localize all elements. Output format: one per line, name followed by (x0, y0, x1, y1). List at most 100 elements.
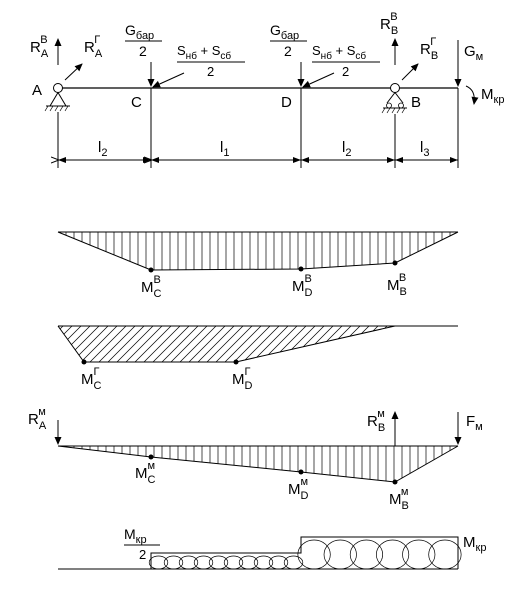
span-l3: l3 (420, 139, 429, 159)
end-load-label: Gм (464, 43, 483, 63)
hatch-line (224, 326, 262, 362)
torque-arc-arrow (465, 85, 479, 105)
hatch-line (332, 326, 370, 362)
moment-motor-c-label: MCм (135, 460, 156, 486)
hatch-line (368, 326, 395, 362)
vertical-moment-point-b (392, 260, 398, 266)
hatch-line (18, 326, 54, 362)
dimension-arrows (58, 157, 458, 163)
torque-loop (163, 555, 184, 570)
load-d-s-denominator: 2 (342, 64, 349, 79)
hatch-line (152, 326, 190, 362)
load-c-s-denominator: 2 (207, 64, 214, 79)
torque-loop (208, 555, 229, 570)
moment-horizontal-d-label: MDГ (232, 366, 253, 392)
hatch-line (251, 326, 289, 362)
moment-vertical-c-label: MCВ (141, 274, 162, 300)
torque-left-numerator: Mкр (124, 526, 147, 546)
hatch-line (359, 326, 395, 362)
hatch-line (188, 326, 226, 362)
hatch-line (269, 326, 307, 362)
reaction-b-horizontal-arrow (401, 63, 419, 81)
load-d-s-arrow (302, 72, 335, 88)
hatch-line (71, 326, 109, 362)
moment-motor-d-label: MDм (288, 476, 309, 502)
point-a-label: A (32, 82, 42, 99)
point-d-label: D (281, 94, 292, 111)
torque-loop (402, 539, 436, 570)
motor-moment-point-b (392, 479, 398, 485)
point-b-label: B (411, 94, 421, 111)
load-c-s-arrow (152, 72, 185, 88)
hatch-line (161, 326, 199, 362)
support-a (44, 83, 70, 112)
span-l1: l1 (220, 139, 229, 159)
motor-reaction-b-label: RBм (367, 408, 385, 434)
hatch-line (98, 326, 136, 362)
torque-end-label: Mкр (481, 86, 504, 106)
hatch-line (170, 326, 208, 362)
horizontal-moment-point-d (233, 359, 239, 365)
horizontal-moment-point-c (81, 359, 87, 365)
hatch-line (377, 326, 395, 362)
torque-loop (178, 555, 199, 570)
hatch-line (80, 326, 118, 362)
motor-moment-diagram: RAм RBм Fм MCм MDм MBм (28, 406, 483, 512)
torque-diagram: Mкр 2 Mкр (58, 526, 486, 570)
hatch-line (58, 326, 91, 362)
hatch-line (468, 326, 504, 362)
motor-moment-point-d (298, 469, 304, 475)
torque-loop (376, 539, 410, 570)
torque-loop (349, 539, 383, 570)
moment-motor-b-label: MBм (389, 486, 409, 512)
vertical-moment-point-c (148, 267, 154, 273)
hatch-line (260, 326, 298, 362)
reaction-b-horizontal-label: RBГ (420, 36, 438, 62)
load-c-denominator: 2 (139, 43, 147, 59)
hatch-line (197, 326, 235, 362)
horizontal-moment-curve (57, 325, 396, 363)
reaction-a-horizontal-label: RAГ (84, 34, 103, 60)
motor-reaction-a-label: RAм (28, 406, 47, 432)
hatch-line (396, 326, 432, 362)
vertical-moment-diagram: MCВ MDВ MBВ (57, 231, 459, 300)
hatch-line (58, 326, 82, 362)
hatch-line (134, 326, 172, 362)
torque-left-denominator: 2 (139, 547, 146, 562)
torque-loop (253, 555, 274, 570)
torque-right-label: Mкр (463, 534, 486, 554)
torque-loop (193, 555, 214, 570)
beam-scheme: A RAВ RAГ C Gбар 2 Sнб + Sсб 2 D Gбар 2 … (30, 11, 504, 168)
hatch-line (423, 326, 459, 362)
support-b (381, 83, 407, 114)
moment-vertical-d-label: MDВ (292, 273, 313, 299)
hatch-line (459, 326, 495, 362)
hatch-line (414, 326, 450, 362)
hatch-line (233, 326, 271, 362)
torque-outline (150, 536, 459, 569)
span-l2-right: l2 (342, 139, 351, 159)
vertical-moment-hatching (65, 232, 451, 270)
torque-loop (283, 555, 304, 570)
hatch-line (107, 326, 145, 362)
hatch-line (314, 326, 352, 362)
reaction-b-vertical-label: RBВ (380, 11, 398, 37)
hatch-line (116, 326, 154, 362)
torque-loop (238, 555, 259, 570)
hatch-line (62, 326, 100, 362)
hatch-line (477, 326, 513, 362)
load-c-numerator: Gбар (125, 22, 154, 42)
hatch-line (58, 326, 64, 362)
hatch-line (441, 326, 477, 362)
hatch-line (278, 326, 316, 362)
horizontal-moment-hatching (18, 326, 513, 362)
torque-loop (297, 539, 331, 570)
vertical-moment-point-d (298, 266, 304, 272)
hatch-line (405, 326, 441, 362)
hatch-line (287, 326, 325, 362)
horizontal-moment-diagram: MCГ MDГ (18, 325, 513, 392)
torque-loops (148, 539, 462, 570)
hatch-line (206, 326, 244, 362)
load-c-s-numerator: Sнб + Sсб (177, 43, 231, 62)
